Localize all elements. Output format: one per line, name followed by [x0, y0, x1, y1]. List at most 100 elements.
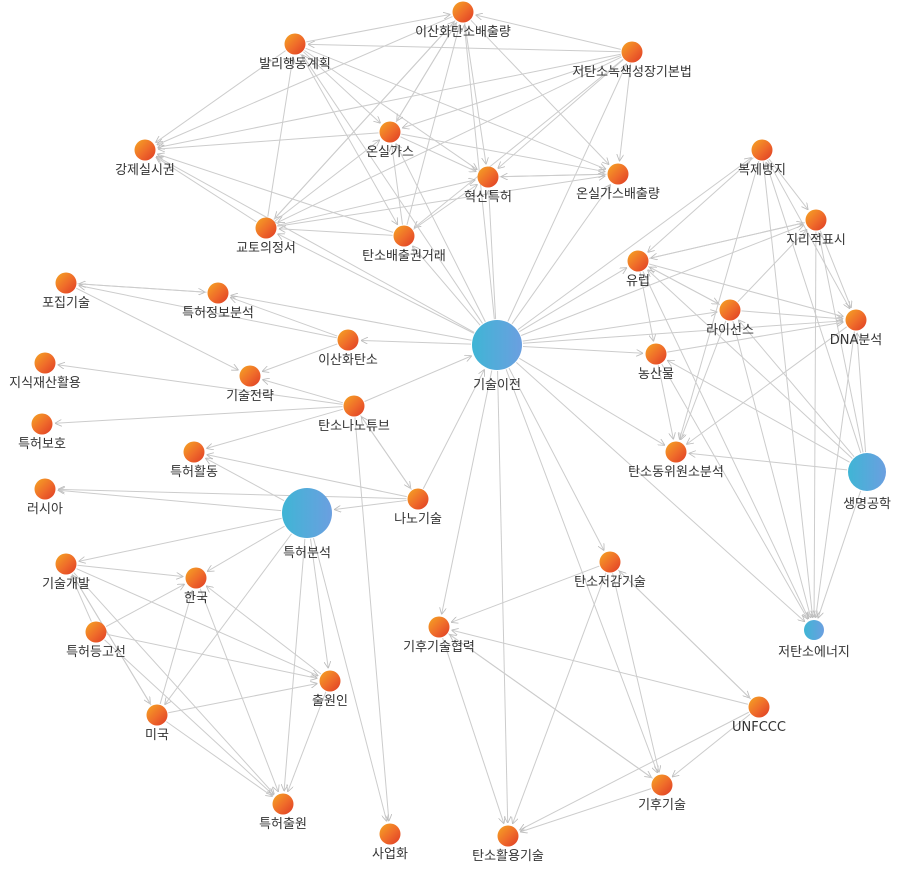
node-circle[interactable]: [134, 139, 156, 161]
node-circle[interactable]: [497, 825, 519, 847]
node-n34[interactable]: 저탄소에너지: [778, 620, 850, 660]
node-n6[interactable]: 혁신특허: [464, 166, 512, 206]
node-circle[interactable]: [428, 616, 450, 638]
node-n39[interactable]: 기후기술: [638, 774, 686, 814]
node-circle[interactable]: [472, 320, 522, 370]
node-n26[interactable]: 생명공학: [843, 453, 891, 512]
node-circle[interactable]: [319, 670, 341, 692]
node-circle[interactable]: [284, 33, 306, 55]
node-circle[interactable]: [407, 488, 429, 510]
node-circle[interactable]: [183, 441, 205, 463]
node-circle[interactable]: [599, 551, 621, 573]
node-label: 탄소배출권거래: [362, 249, 446, 264]
node-n41[interactable]: 사업화: [372, 823, 408, 863]
node-label: 특허등고선: [66, 645, 126, 660]
node-circle[interactable]: [379, 823, 401, 845]
node-n14[interactable]: 특허정보분석: [182, 282, 254, 322]
node-n28[interactable]: 나노기술: [394, 488, 442, 528]
node-circle[interactable]: [379, 121, 401, 143]
node-n8[interactable]: 복제방지: [738, 139, 786, 179]
node-n27[interactable]: 러시아: [27, 478, 63, 518]
node-circle[interactable]: [85, 621, 107, 643]
node-circle[interactable]: [146, 704, 168, 726]
node-n15[interactable]: 라이선스: [706, 299, 754, 339]
node-circle[interactable]: [645, 343, 667, 365]
node-circle[interactable]: [848, 453, 886, 491]
node-circle[interactable]: [477, 166, 499, 188]
node-n22[interactable]: 탄소나노튜브: [318, 395, 390, 435]
node-n31[interactable]: 탄소저감기술: [574, 551, 646, 591]
edge-n38-n32: [159, 591, 192, 705]
edge-n9-n1: [273, 22, 454, 220]
node-n18[interactable]: 기술이전: [472, 320, 522, 393]
node-circle[interactable]: [343, 395, 365, 417]
node-n10[interactable]: 탄소배출권거래: [362, 225, 446, 265]
node-circle[interactable]: [804, 620, 824, 640]
node-n38[interactable]: 미국: [145, 704, 169, 744]
node-n23[interactable]: 특허보호: [18, 413, 66, 453]
node-n5[interactable]: 온실가스: [366, 121, 414, 161]
node-n2[interactable]: 발리행동계획: [259, 33, 331, 73]
node-n29[interactable]: 특허분석: [282, 488, 332, 561]
node-n17[interactable]: 이산화탄소: [318, 329, 378, 369]
node-circle[interactable]: [34, 478, 56, 500]
node-circle[interactable]: [185, 567, 207, 589]
edge-n5-n4: [158, 132, 379, 149]
node-circle[interactable]: [607, 163, 629, 185]
node-n32[interactable]: 한국: [184, 567, 208, 607]
node-n21[interactable]: 기술전략: [226, 365, 274, 405]
node-circle[interactable]: [31, 413, 53, 435]
node-n42[interactable]: 탄소활용기술: [472, 825, 544, 865]
node-circle[interactable]: [207, 282, 229, 304]
edge-n28-n25: [207, 455, 407, 498]
edge-n26-n16: [857, 333, 867, 453]
node-circle[interactable]: [845, 309, 867, 331]
node-circle[interactable]: [239, 365, 261, 387]
node-n19[interactable]: 농산물: [638, 343, 674, 383]
node-n33[interactable]: 기후기술협력: [403, 616, 475, 656]
edge-n30-n36: [76, 568, 318, 676]
node-n4[interactable]: 강제실시권: [115, 139, 175, 179]
node-n30[interactable]: 기술개발: [42, 553, 90, 593]
node-n40[interactable]: 특허출원: [259, 793, 307, 833]
node-n13[interactable]: 포집기술: [42, 272, 90, 312]
node-label: 탄소활용기술: [472, 849, 544, 864]
node-circle[interactable]: [55, 272, 77, 294]
node-circle[interactable]: [393, 225, 415, 247]
node-circle[interactable]: [337, 329, 359, 351]
node-circle[interactable]: [651, 774, 673, 796]
node-circle[interactable]: [621, 41, 643, 63]
node-circle[interactable]: [665, 441, 687, 463]
node-n35[interactable]: 특허등고선: [66, 621, 126, 661]
node-circle[interactable]: [255, 217, 277, 239]
edge-n22-n23: [55, 406, 343, 424]
node-n11[interactable]: 지리적표시: [786, 209, 846, 249]
node-n1[interactable]: 이산화탄소배출량: [415, 1, 511, 41]
node-label: 기후기술협력: [403, 640, 475, 655]
node-n7[interactable]: 온실가스배출량: [576, 163, 660, 203]
node-circle[interactable]: [34, 352, 56, 374]
node-n16[interactable]: DNA분석: [830, 309, 883, 349]
node-n20[interactable]: 지식재산활용: [9, 352, 81, 392]
node-circle[interactable]: [748, 696, 770, 718]
edge-n1-n4: [157, 16, 453, 145]
node-circle[interactable]: [719, 299, 741, 321]
edge-n26-n15: [739, 320, 855, 458]
node-n36[interactable]: 출원인: [312, 670, 348, 710]
edge-n38-n40: [166, 721, 272, 797]
node-n24[interactable]: 탄소동위원소분석: [628, 441, 724, 481]
edge-n28-n27: [58, 489, 407, 500]
node-n12[interactable]: 유럽: [626, 250, 650, 290]
edge-n26-n34: [818, 490, 862, 618]
node-circle[interactable]: [282, 488, 332, 538]
node-circle[interactable]: [627, 250, 649, 272]
node-n9[interactable]: 교토의정서: [236, 217, 296, 257]
node-circle[interactable]: [272, 793, 294, 815]
node-circle[interactable]: [751, 139, 773, 161]
node-n37[interactable]: UNFCCC: [732, 696, 786, 736]
node-circle[interactable]: [55, 553, 77, 575]
node-circle[interactable]: [452, 1, 474, 23]
node-circle[interactable]: [805, 209, 827, 231]
node-n25[interactable]: 특허활동: [170, 441, 218, 481]
node-n3[interactable]: 저탄소녹색성장기본법: [572, 41, 692, 81]
